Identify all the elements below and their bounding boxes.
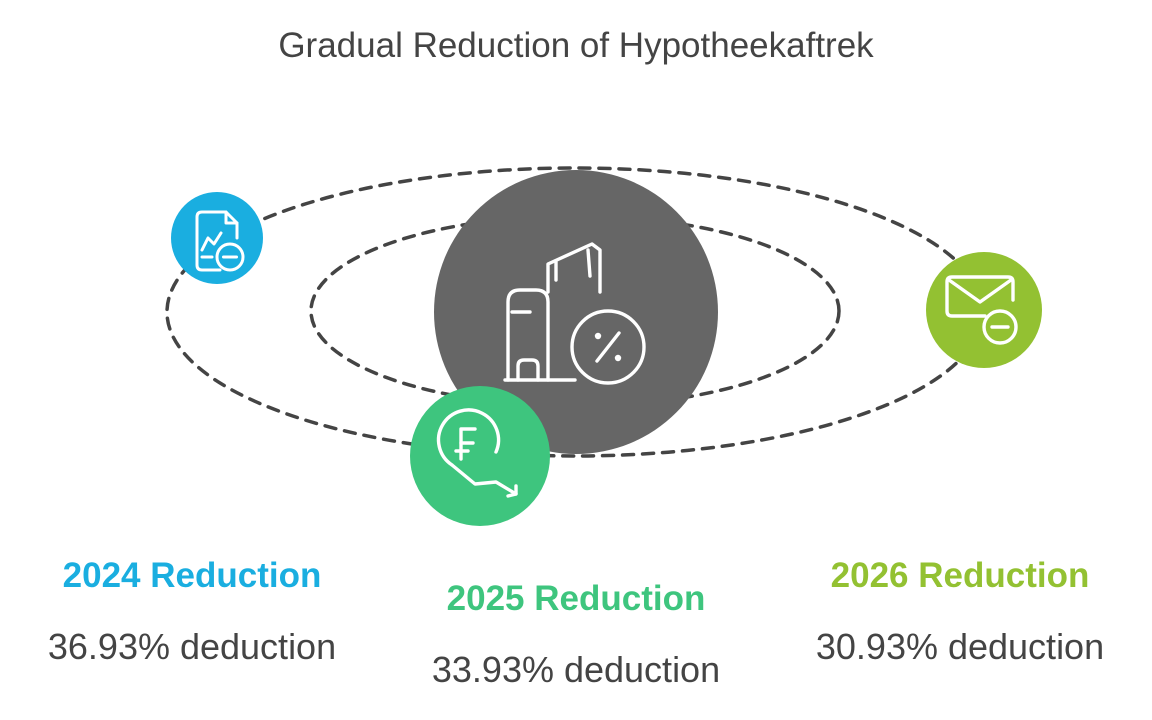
node-2025-circle bbox=[410, 386, 550, 526]
label-2024-heading: 2024 Reduction bbox=[62, 556, 322, 595]
envelope-minus-icon bbox=[945, 275, 1018, 345]
inner-orbit bbox=[309, 214, 841, 408]
node-2025 bbox=[410, 386, 550, 526]
node-2024 bbox=[171, 192, 263, 284]
page-title: Gradual Reduction of Hypotheekaftrek bbox=[278, 26, 874, 65]
building-percent-icon bbox=[503, 242, 646, 385]
node-2026-circle bbox=[926, 252, 1042, 368]
franc-coin-down-arrow-icon bbox=[436, 408, 518, 498]
node-2026 bbox=[926, 252, 1042, 368]
label-2026-heading: 2026 Reduction bbox=[830, 556, 1090, 595]
document-chart-minus-icon bbox=[195, 210, 245, 272]
label-2026-value: 30.93% deduction bbox=[815, 626, 1105, 667]
center-node bbox=[434, 170, 718, 454]
label-2025-heading: 2025 Reduction bbox=[446, 579, 706, 618]
label-2024-value: 36.93% deduction bbox=[47, 626, 337, 667]
center-circle bbox=[434, 170, 718, 454]
label-2025-value: 33.93% deduction bbox=[431, 649, 721, 690]
